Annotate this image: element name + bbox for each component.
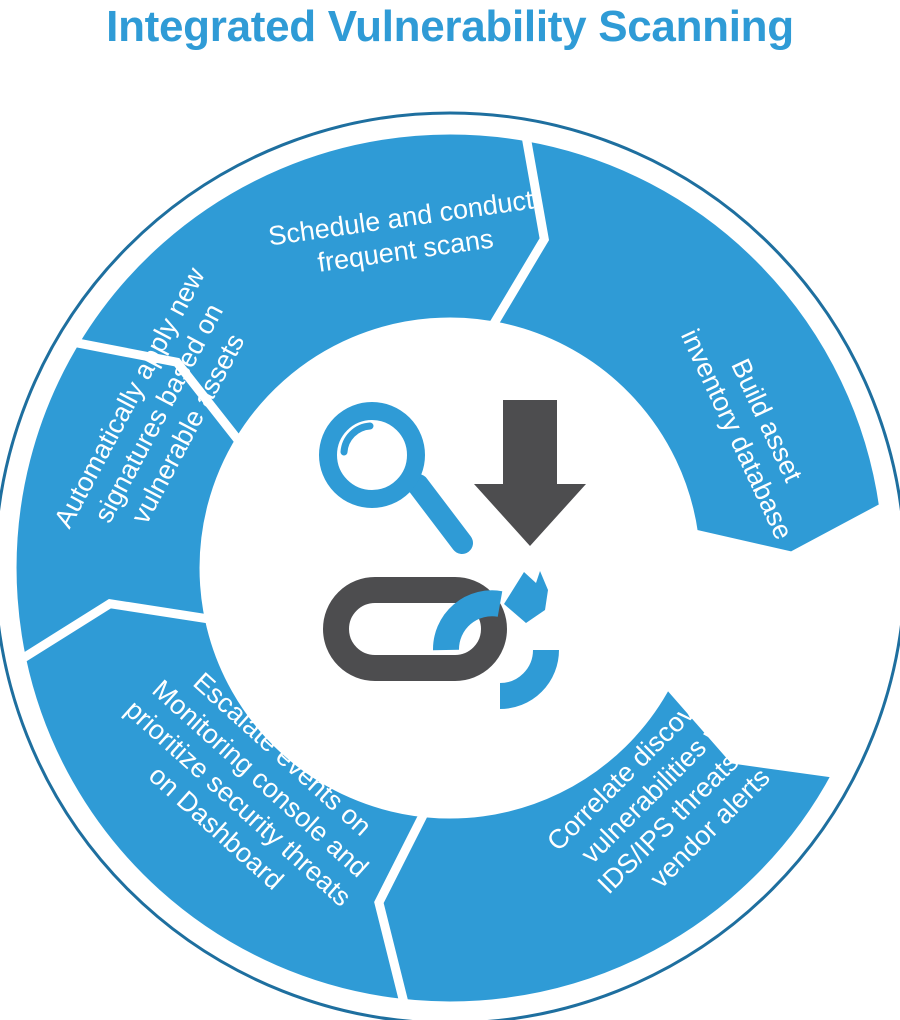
diagram-title: Integrated Vulnerability Scanning [106, 2, 794, 51]
broken-chain-link-icon [323, 571, 559, 709]
cycle-segment-signatures [16, 598, 432, 1009]
magnifier-icon [319, 402, 473, 554]
cycle-segment-escalate [350, 675, 844, 1011]
cycle-segment-inventory [67, 125, 566, 450]
outer-ring-outline [0, 111, 900, 1020]
download-arrow-icon [474, 400, 586, 546]
center-icon-group [319, 400, 586, 709]
cycle-segment-correlate [485, 131, 889, 561]
